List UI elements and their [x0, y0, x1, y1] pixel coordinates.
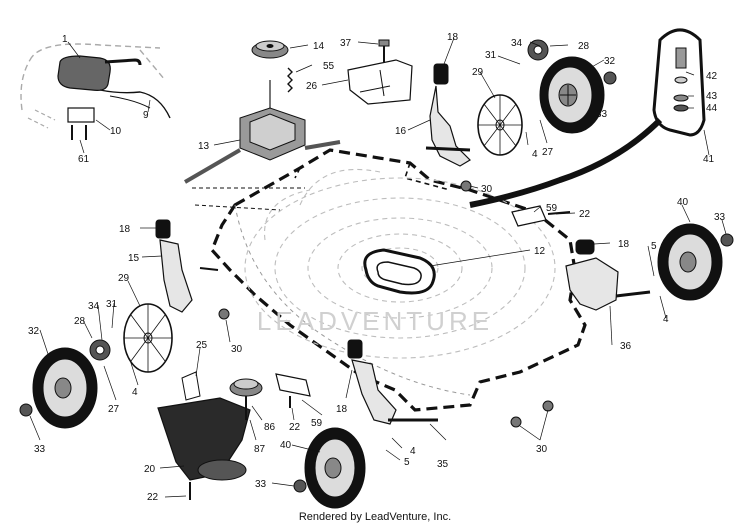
right-bracket [511, 205, 571, 227]
callout-c59: 59 [311, 418, 323, 429]
callout-labels: 1 14 37 18 34 28 31 32 55 26 29 42 43 44… [28, 32, 726, 503]
handle-assembly [20, 43, 171, 140]
rear-left-wheel [293, 427, 366, 509]
callout-c33: 33 [714, 212, 726, 223]
callout-c40: 40 [280, 440, 292, 451]
callout-c42: 42 [706, 71, 718, 82]
callout-c29: 29 [472, 67, 484, 78]
front-right-wheel [657, 223, 734, 301]
hex-nuts [218, 180, 554, 428]
callout-c27: 27 [542, 147, 554, 158]
callout-c35: 35 [437, 459, 449, 470]
callout-c29: 29 [118, 273, 130, 284]
callout-c4: 4 [663, 314, 669, 325]
callout-c32: 32 [604, 56, 616, 67]
callout-c1: 1 [62, 34, 68, 45]
callout-c33: 33 [255, 479, 267, 490]
front-right-height-adjuster [565, 239, 651, 311]
callout-c33: 33 [596, 109, 608, 120]
callout-c37: 37 [340, 38, 352, 49]
callout-c59: 59 [546, 203, 558, 214]
callout-c33: 33 [34, 444, 46, 455]
front-left-height-adjuster [155, 219, 219, 313]
callout-c30: 30 [481, 184, 493, 195]
callout-c18: 18 [119, 224, 131, 235]
callout-c12: 12 [534, 246, 546, 257]
detail-callout-41 [469, 28, 706, 208]
front-left-wheel [19, 339, 111, 429]
callout-c30: 30 [231, 344, 243, 355]
callout-c20: 20 [144, 464, 156, 475]
rear-left-height-adjuster [347, 339, 438, 425]
callout-c5: 5 [404, 457, 410, 468]
callout-c25: 25 [196, 340, 208, 351]
callout-c44: 44 [706, 103, 718, 114]
callout-c15: 15 [128, 253, 140, 264]
callout-c14: 14 [313, 41, 325, 52]
rear-height-adjuster [425, 63, 471, 167]
discharge-chute [157, 371, 251, 500]
callout-c4: 4 [532, 149, 538, 160]
rear-disc-wheel-cover [477, 94, 523, 156]
callout-c22: 22 [147, 492, 159, 503]
callout-c34: 34 [88, 301, 100, 312]
callout-c27: 27 [108, 404, 120, 415]
callout-c28: 28 [578, 41, 590, 52]
bracket-assembly [347, 39, 413, 105]
callout-c30: 30 [536, 444, 548, 455]
callout-c31: 31 [485, 50, 497, 61]
transmission-assembly [183, 40, 341, 211]
callout-c31: 31 [106, 299, 118, 310]
mower-deck [210, 148, 587, 412]
callout-c28: 28 [74, 316, 86, 327]
callout-c9: 9 [143, 110, 149, 121]
callout-c43: 43 [706, 91, 718, 102]
rear-right-wheel [527, 39, 617, 134]
left-bracket [275, 373, 311, 408]
callout-c26: 26 [306, 81, 318, 92]
callout-c16: 16 [395, 126, 407, 137]
callout-c36: 36 [620, 341, 632, 352]
callout-c4: 4 [410, 446, 416, 457]
callout-c22: 22 [289, 422, 301, 433]
blade-pulley [229, 378, 263, 420]
callout-c22: 22 [579, 209, 591, 220]
callout-c32: 32 [28, 326, 40, 337]
footer-credit: Rendered by LeadVenture, Inc. [298, 511, 452, 523]
callout-c18: 18 [618, 239, 630, 250]
callout-c86: 86 [264, 422, 276, 433]
callout-c18: 18 [336, 404, 348, 415]
callout-c10: 10 [110, 126, 122, 137]
callout-c4: 4 [132, 387, 138, 398]
callout-c41: 41 [703, 154, 715, 165]
callout-c13: 13 [198, 141, 210, 152]
watermark: LEADVENTURE [257, 306, 493, 336]
callout-c40: 40 [677, 197, 689, 208]
discharge-opening [363, 248, 436, 295]
leader-lines [29, 37, 727, 498]
callout-c61: 61 [78, 154, 90, 165]
callout-c34: 34 [511, 38, 523, 49]
front-left-disc-wheel-cover [123, 303, 173, 373]
callout-c55: 55 [323, 61, 335, 72]
callout-c18: 18 [447, 32, 459, 43]
callout-c87: 87 [254, 444, 266, 455]
callout-c5: 5 [651, 241, 657, 252]
